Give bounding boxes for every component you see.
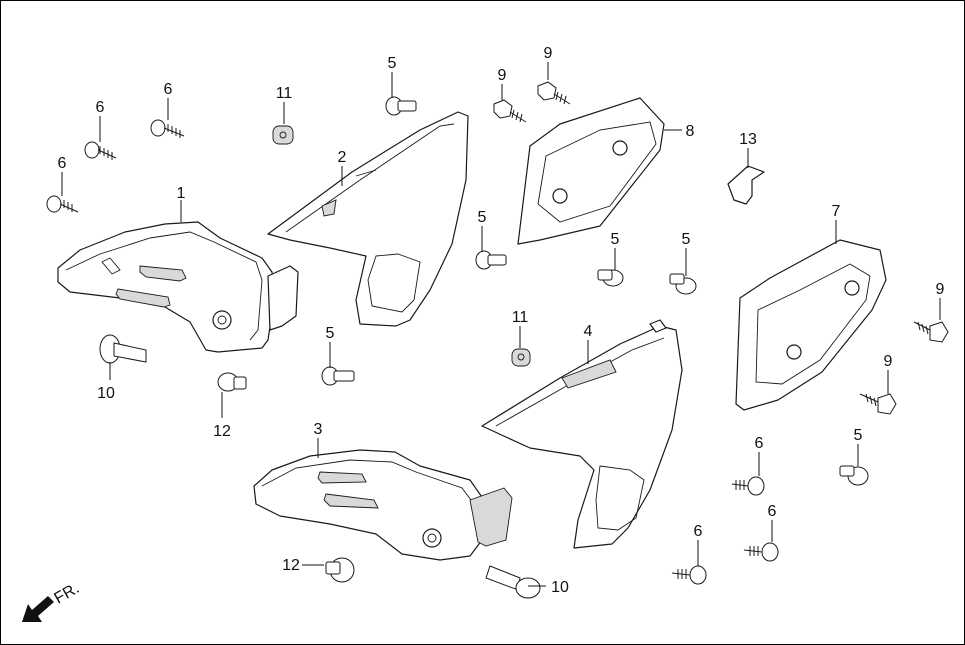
callout-10: 10	[551, 579, 569, 596]
callout-4: 4	[584, 323, 593, 340]
part-7-right-side-panel	[735, 239, 887, 411]
part-10-collar-right	[485, 565, 541, 599]
part-10-collar-left	[99, 334, 147, 364]
callout-11: 11	[512, 309, 529, 326]
callout-5: 5	[388, 55, 397, 72]
callout-5: 5	[478, 209, 487, 226]
leader-lines	[61, 62, 941, 587]
callout-12: 12	[282, 557, 300, 574]
part-6-screw-e	[743, 542, 779, 562]
part-5-bolt-a	[385, 96, 417, 116]
part-5-bolt-f	[839, 465, 869, 486]
arrow-down-left-icon	[22, 596, 54, 622]
part-12-bushing-left	[217, 372, 247, 392]
part-6-screw-d	[731, 476, 765, 496]
callout-1: 1	[177, 185, 186, 202]
part-6-screw-b	[150, 119, 185, 138]
callout-5: 5	[682, 231, 691, 248]
part-13-clip	[727, 165, 765, 205]
callout-6: 6	[58, 155, 67, 172]
part-9-bolt-c	[913, 321, 949, 343]
part-5-bolt-b	[475, 250, 507, 270]
callout-9: 9	[936, 281, 945, 298]
part-1-left-side-cover	[57, 221, 299, 353]
callout-10: 10	[97, 385, 115, 402]
callout-5: 5	[326, 325, 335, 342]
callout-6: 6	[755, 435, 764, 452]
part-4-lower-triangle-cover	[481, 319, 683, 549]
part-5-bolt-e	[669, 273, 697, 295]
callouts: 1 2 3 4 5 5 5 5 5 5 6 6 6 6 6 6 7 8 9 9 …	[58, 45, 945, 596]
part-5-bolt-d	[597, 269, 624, 287]
callout-11: 11	[276, 85, 293, 102]
callout-13: 13	[739, 131, 757, 148]
callout-3: 3	[314, 421, 323, 438]
part-11-grommet-upper	[272, 125, 294, 145]
callout-6: 6	[768, 503, 777, 520]
callout-9: 9	[498, 67, 507, 84]
callout-7: 7	[832, 203, 841, 220]
callout-6: 6	[164, 81, 173, 98]
callout-9: 9	[884, 353, 893, 370]
part-9-bolt-a	[493, 99, 527, 123]
part-11-grommet-lower	[511, 348, 531, 367]
part-2-upper-triangle-cover	[267, 111, 469, 327]
callout-5: 5	[854, 427, 863, 444]
part-9-bolt-b	[537, 81, 571, 105]
callout-9: 9	[544, 45, 553, 62]
callout-6: 6	[96, 99, 105, 116]
part-12-bushing-lower	[325, 557, 355, 583]
callout-12: 12	[213, 423, 231, 440]
part-9-bolt-d	[859, 393, 897, 415]
part-3-lower-side-cover	[253, 449, 513, 561]
callout-6: 6	[694, 523, 703, 540]
part-6-screw-a	[84, 141, 117, 160]
callout-2: 2	[338, 149, 347, 166]
part-6-screw-c	[46, 195, 79, 213]
part-8-upper-side-panel	[517, 97, 665, 245]
callout-8: 8	[686, 123, 695, 140]
callout-5: 5	[611, 231, 620, 248]
